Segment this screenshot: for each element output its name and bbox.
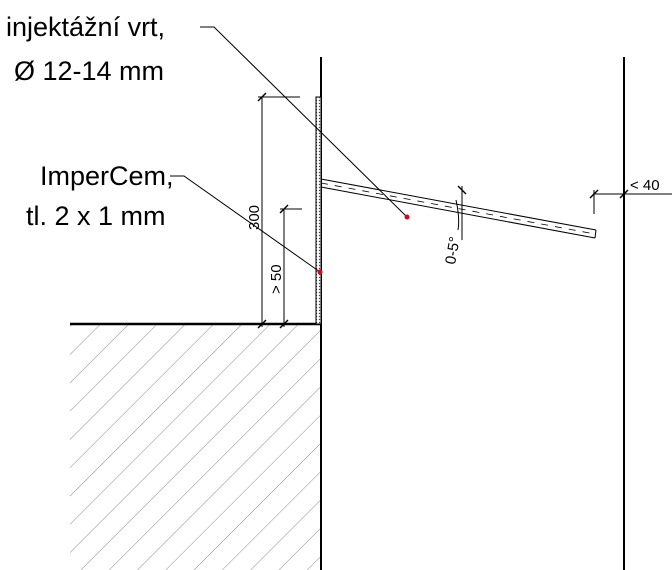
coating-strip [315,96,322,325]
drill-hole-marker [404,214,410,220]
drill-hole-label-line2: Ø 12-14 mm [14,56,165,86]
dim-lt-40-text: < 40 [630,177,660,194]
dim-angle-text: 0-5° [442,235,464,265]
coating-label-line1: ImperCem, [40,161,174,191]
coating-marker [317,269,323,275]
soil-hatch [70,325,320,570]
dim-gt-50-text: > 50 [268,264,285,294]
coating-label-line2: tl. 2 x 1 mm [26,201,166,231]
dimension-angle [455,185,467,240]
dimension-gt-50 [279,204,302,329]
leader-coating [170,175,321,273]
leader-drill-hole [200,26,408,218]
dimension-lt-40 [589,189,672,214]
drill-hole-label-line1: injektážní vrt, [6,12,166,42]
dim-300-text: 300 [246,205,263,230]
